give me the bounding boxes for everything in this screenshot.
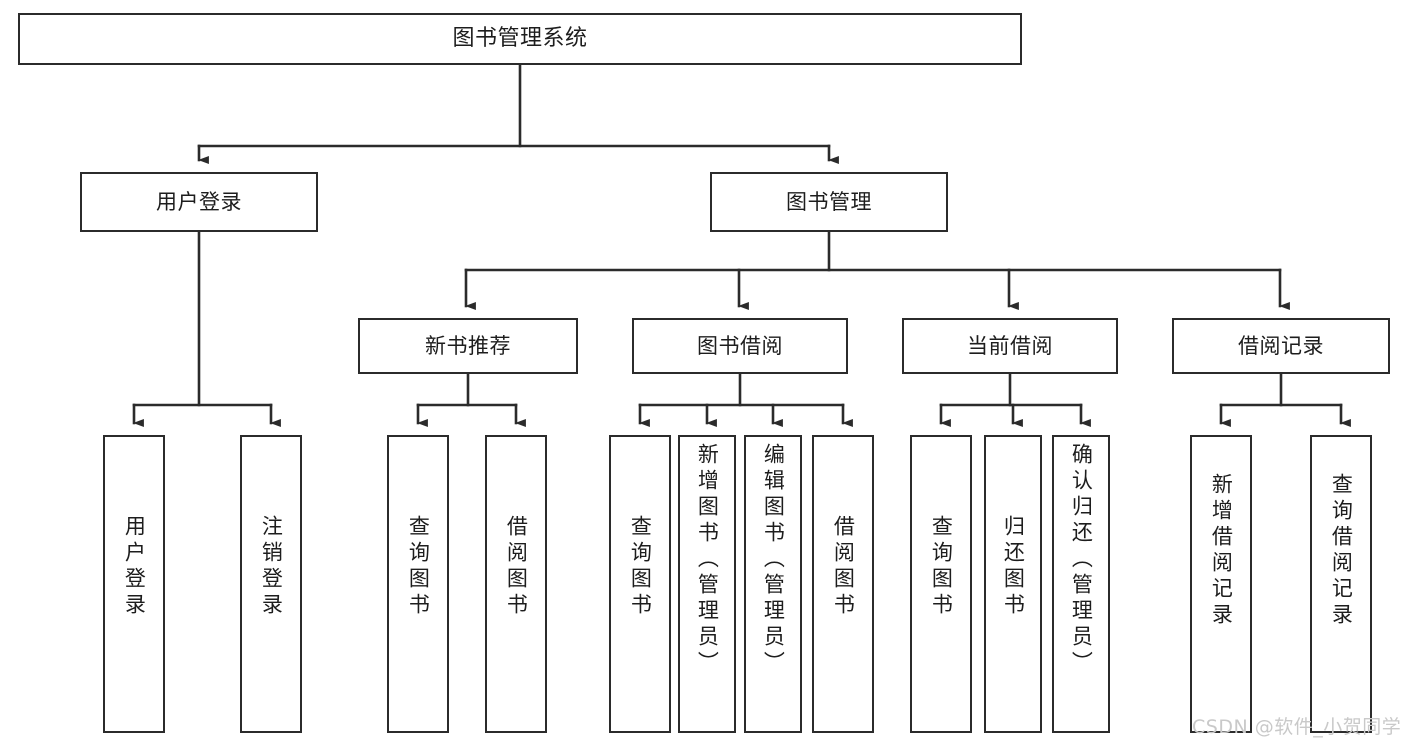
node-leaf-query-book-2[interactable]: 查询图书 xyxy=(609,435,671,733)
node-leaf-return-book-label: 归还图书 xyxy=(1001,515,1026,619)
node-leaf-query-book-1-label: 查询图书 xyxy=(406,515,431,619)
node-leaf-user-login[interactable]: 用户登录 xyxy=(103,435,165,733)
node-current-borrow-label: 当前借阅 xyxy=(967,333,1053,358)
node-book-borrow[interactable]: 图书借阅 xyxy=(632,318,848,374)
node-current-borrow[interactable]: 当前借阅 xyxy=(902,318,1118,374)
node-root-label: 图书管理系统 xyxy=(452,26,588,52)
node-leaf-borrow-book-2[interactable]: 借阅图书 xyxy=(812,435,874,733)
node-borrow-record-label: 借阅记录 xyxy=(1238,333,1324,358)
node-leaf-borrow-book-1-label: 借阅图书 xyxy=(504,515,529,619)
node-leaf-borrow-book-2-label: 借阅图书 xyxy=(831,515,856,619)
node-borrow-record[interactable]: 借阅记录 xyxy=(1172,318,1390,374)
node-leaf-query-book-2-label: 查询图书 xyxy=(628,515,653,619)
node-user-login-label: 用户登录 xyxy=(156,189,242,214)
node-leaf-add-book[interactable]: 新增图书（管理员） xyxy=(678,435,736,733)
node-book-manage[interactable]: 图书管理 xyxy=(710,172,948,232)
node-leaf-query-book-3-label: 查询图书 xyxy=(929,515,954,619)
node-new-book-recommend[interactable]: 新书推荐 xyxy=(358,318,578,374)
node-leaf-edit-book-label: 编辑图书（管理员） xyxy=(761,443,786,677)
node-leaf-return-book[interactable]: 归还图书 xyxy=(984,435,1042,733)
node-user-login[interactable]: 用户登录 xyxy=(80,172,318,232)
node-leaf-confirm-return-label: 确认归还（管理员） xyxy=(1069,443,1094,677)
node-leaf-add-book-label: 新增图书（管理员） xyxy=(695,443,720,677)
node-leaf-edit-book[interactable]: 编辑图书（管理员） xyxy=(744,435,802,733)
csdn-watermark: CSDN @软件_小贺同学 xyxy=(1192,716,1402,738)
node-leaf-logout-label: 注销登录 xyxy=(259,515,284,619)
node-leaf-borrow-book-1[interactable]: 借阅图书 xyxy=(485,435,547,733)
node-leaf-user-login-label: 用户登录 xyxy=(122,515,147,619)
node-new-book-recommend-label: 新书推荐 xyxy=(425,333,511,358)
node-leaf-logout[interactable]: 注销登录 xyxy=(240,435,302,733)
node-leaf-add-record-label: 新增借阅记录 xyxy=(1209,473,1234,629)
node-leaf-query-record[interactable]: 查询借阅记录 xyxy=(1310,435,1372,733)
node-root[interactable]: 图书管理系统 xyxy=(18,13,1022,65)
node-leaf-add-record[interactable]: 新增借阅记录 xyxy=(1190,435,1252,733)
node-leaf-confirm-return[interactable]: 确认归还（管理员） xyxy=(1052,435,1110,733)
node-book-manage-label: 图书管理 xyxy=(786,189,872,214)
node-book-borrow-label: 图书借阅 xyxy=(697,333,783,358)
node-leaf-query-book-1[interactable]: 查询图书 xyxy=(387,435,449,733)
node-leaf-query-book-3[interactable]: 查询图书 xyxy=(910,435,972,733)
node-leaf-query-record-label: 查询借阅记录 xyxy=(1329,473,1354,629)
